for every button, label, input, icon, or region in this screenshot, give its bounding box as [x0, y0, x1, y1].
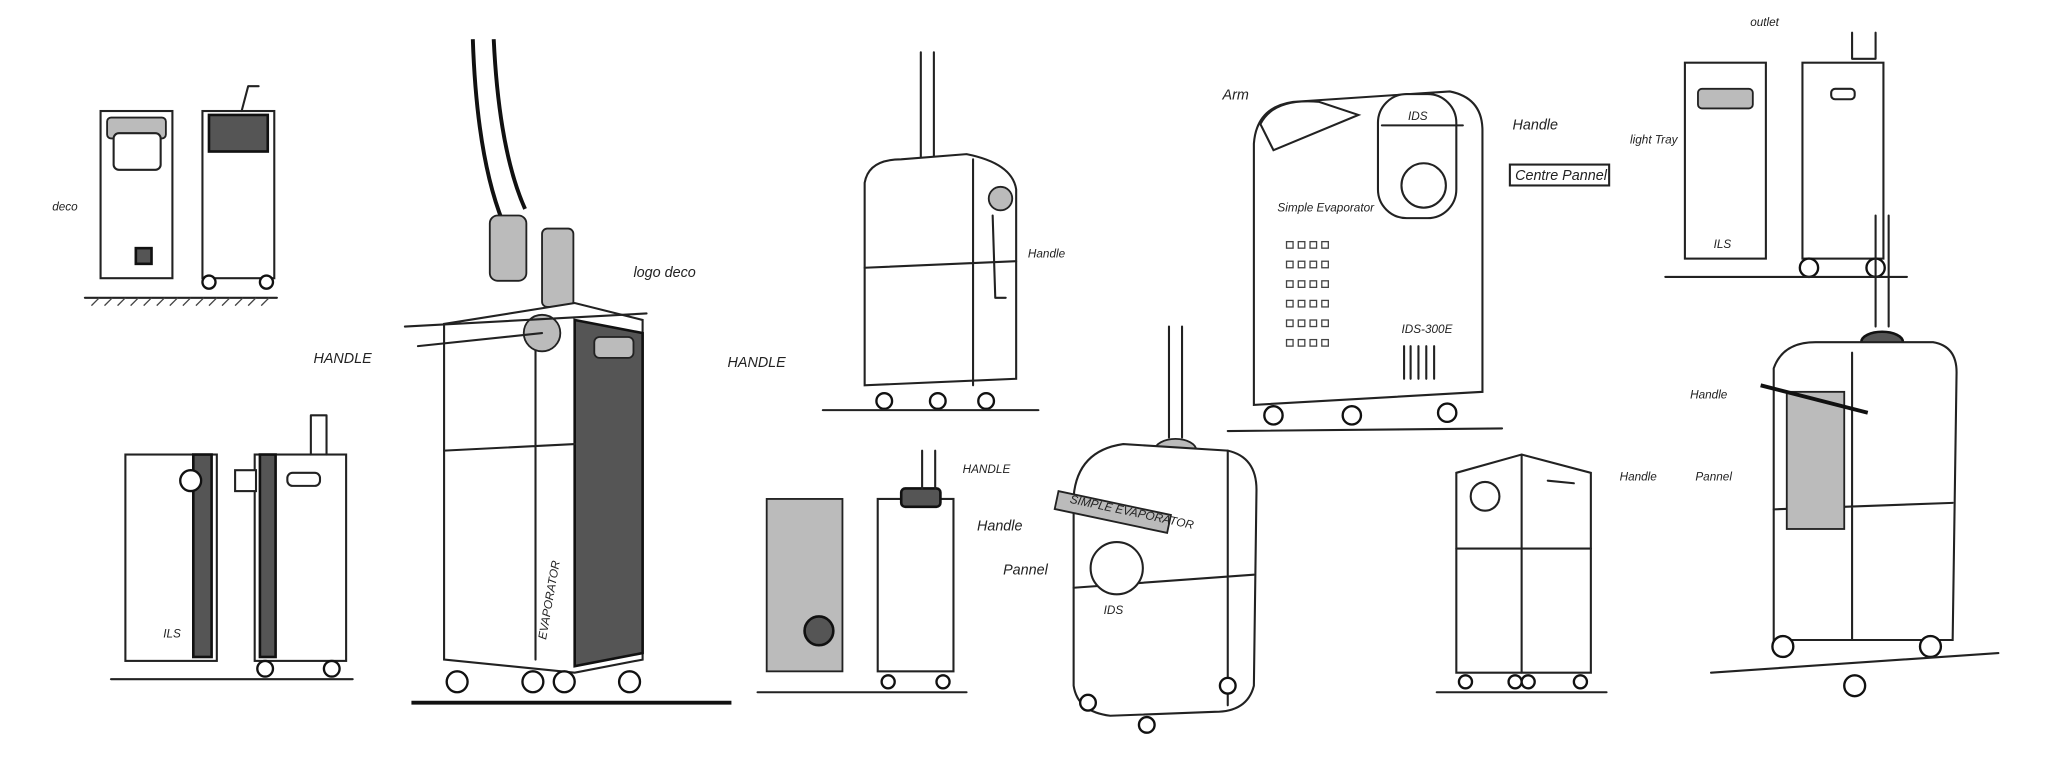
label-simple-evaporator-text: Simple Evaporator — [1277, 202, 1375, 215]
label-handle-right: HANDLE — [728, 355, 787, 371]
vent-grid — [1285, 240, 1329, 347]
label-brand-top: IDS — [1408, 110, 1428, 123]
label-handle-suitcase: Handle — [1028, 247, 1066, 260]
centre-panel-label-box — [1508, 163, 1611, 187]
label-brand-bl: ILS — [163, 627, 181, 640]
label-handle-left: HANDLE — [313, 351, 372, 367]
sketch-top-right-pair: ILS outlet light Tray — [1630, 16, 1908, 279]
label-outlet: outlet — [1750, 16, 1779, 29]
label-handle-front: Handle — [977, 518, 1023, 534]
sketch-suitcase-unit: Handle — [821, 51, 1066, 412]
sketch-far-right-unit: Handle Pannel — [1690, 214, 2000, 698]
label-logo-deco: logo deco — [633, 265, 695, 281]
sketch-box-unit: Handle — [1435, 453, 1658, 694]
sketch-top-left-pair: deco — [52, 85, 278, 307]
label-handle-small: HANDLE — [963, 463, 1011, 476]
label-brand-front: IDS — [1104, 604, 1124, 617]
sketch-ids-300e: IDS Simple Evaporator IDS-300E Arm Handl… — [1222, 87, 1611, 433]
sketch-center-unit: EVAPORATOR HANDLE logo deco HANDLE — [313, 39, 787, 705]
sketch-bottom-left-pair: ILS — [109, 414, 354, 681]
label-model: IDS-300E — [1401, 323, 1452, 336]
label-handle-box: Handle — [1620, 471, 1658, 484]
sketch-mid-bottom-pair: HANDLE — [756, 449, 1011, 694]
label-handle-far: Handle — [1690, 388, 1728, 401]
sketch-front-evaporator: SIMPLE EVAPORATOR IDS Handle Pannel — [977, 325, 1258, 734]
label-handle-main: Handle — [1512, 117, 1558, 133]
label-panel-front: Pannel — [1003, 563, 1049, 579]
label-brand-tr: ILS — [1714, 238, 1732, 251]
label-arm: Arm — [1222, 87, 1249, 103]
label-light-tray: light Tray — [1630, 134, 1679, 147]
label-panel-far: Pannel — [1695, 471, 1732, 484]
label-deco: deco — [52, 200, 78, 213]
label-centre-panel: Centre Pannel — [1515, 168, 1608, 184]
